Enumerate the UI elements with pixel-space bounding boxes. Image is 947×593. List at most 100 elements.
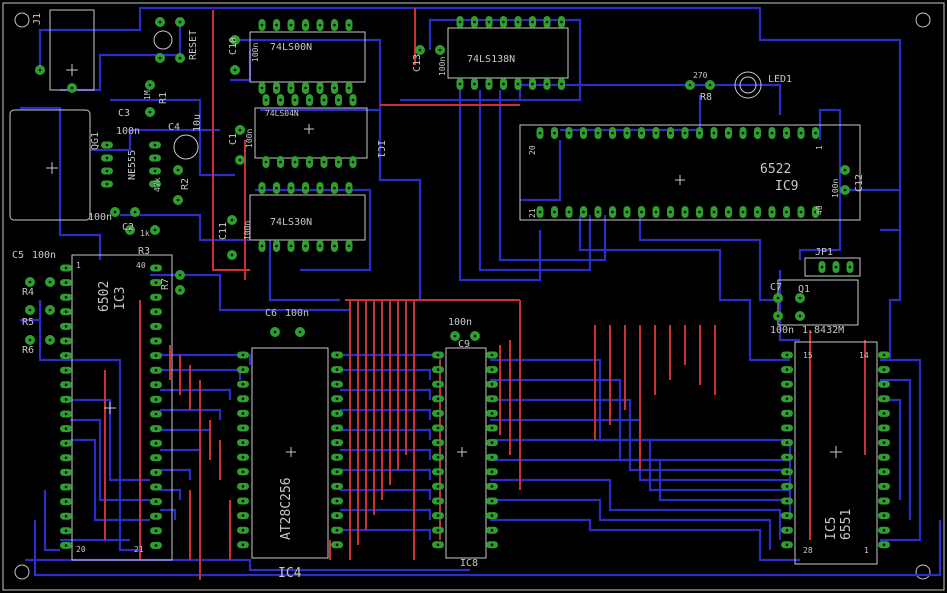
ic9-pad-drill <box>683 210 687 214</box>
c6-name: C6 <box>265 308 277 319</box>
ic3-pad-drill <box>154 412 158 416</box>
ic1b-pad-drill <box>337 98 340 102</box>
ic1c-pad-drill <box>304 186 307 190</box>
ic9-pad-drill <box>698 210 701 214</box>
ic13-pad-drill <box>545 20 549 24</box>
ic9-pad-drill <box>538 210 542 214</box>
ic3-pad-drill <box>154 485 158 489</box>
ic4-pad-drill <box>335 499 339 503</box>
ic9-pad-drill <box>814 131 817 135</box>
passive-pad-drill <box>48 280 52 284</box>
ic3-pad-drill <box>64 485 68 489</box>
ic9-pad-drill <box>799 210 803 214</box>
ic9-pad-drill <box>799 131 803 135</box>
ic3-pin40: 40 <box>136 261 146 270</box>
ic9-pad-drill <box>654 210 658 214</box>
ic8-pad-drill <box>490 514 494 517</box>
r4-name: R4 <box>22 287 34 298</box>
passive-pad-drill <box>176 198 180 202</box>
passive-pad-drill <box>158 56 162 60</box>
ic9-pad-drill <box>567 131 571 135</box>
ic3-pad-drill <box>154 383 158 387</box>
ic3-pad-drill <box>64 339 68 343</box>
passive-pad-drill <box>28 338 32 342</box>
ic9-pad-drill <box>756 131 759 135</box>
passive-pad-drill <box>843 168 847 172</box>
ic3-pad-drill <box>64 368 68 372</box>
c6-value: 100n <box>285 308 309 319</box>
ic1-pad-drill <box>318 86 322 90</box>
c4-value: 10u <box>192 114 203 132</box>
led1-outline <box>734 71 762 99</box>
top-layer-traces <box>104 8 866 580</box>
ic8-pad-drill <box>436 397 440 401</box>
ic9-pad-drill <box>785 131 788 135</box>
ic3-pad-drill <box>64 441 68 445</box>
ic3-pad-drill <box>154 544 158 547</box>
ic4-pad-drill <box>241 382 245 386</box>
passive-pad-drill <box>148 83 152 87</box>
ic3-pad-drill <box>64 514 68 518</box>
c8-value: 100n <box>770 325 794 336</box>
ic5-pad-drill <box>882 412 886 415</box>
ic3-pad-drill <box>154 398 158 401</box>
ic9-pad-drill <box>553 131 556 135</box>
ic3-pad-drill <box>64 383 68 387</box>
ic5-pad-drill <box>882 470 886 474</box>
ic3-pad-drill <box>154 339 158 343</box>
r1-value: 1M <box>143 90 152 100</box>
r1-name: R1 <box>158 92 169 104</box>
ic3-pad-drill <box>64 325 68 328</box>
c4-outline <box>173 134 199 160</box>
passive-pad-drill <box>28 280 32 284</box>
ic5-pad-drill <box>882 441 886 444</box>
ic1c-pad-drill <box>260 244 264 248</box>
ic1-outline <box>249 31 366 83</box>
jp1-pad-drill <box>834 265 838 269</box>
passive-pad-drill <box>453 334 457 338</box>
ic1b-pad-drill <box>264 160 268 164</box>
ic9-pad-drill <box>640 131 643 135</box>
ic3-name: IC3 <box>113 287 128 310</box>
passive-pad-drill <box>233 68 237 72</box>
ic8-pad-drill <box>436 426 440 430</box>
ic1c-pad-drill <box>318 186 322 190</box>
ic4-pad-drill <box>335 514 339 517</box>
jp1-pad-drill <box>848 265 852 269</box>
ic8-pad-drill <box>436 528 440 532</box>
ic9-pad-drill <box>727 210 730 214</box>
ic5-pad-drill <box>882 382 886 386</box>
ic3-pad-drill <box>64 456 68 460</box>
passive-pad-drill <box>230 218 234 222</box>
ic3-pad-drill <box>154 441 158 445</box>
c12-value: 100n <box>831 179 840 198</box>
ic8-pad-drill <box>436 382 440 386</box>
ic13-pad-drill <box>531 82 534 86</box>
ic5-pad-drill <box>882 353 886 357</box>
ic3-pad-drill <box>64 471 68 474</box>
ic4-pad-drill <box>241 499 245 503</box>
ne555-pad-drill <box>105 169 109 173</box>
pads <box>25 16 890 549</box>
ne555-pad-drill <box>153 156 157 160</box>
ic3-pad-drill <box>64 295 68 299</box>
ic4-pad-drill <box>241 470 245 474</box>
c10-name: C10 <box>228 37 239 55</box>
ic5-pad-drill <box>882 528 886 532</box>
ic3-pad-drill <box>154 368 158 372</box>
ic1-pad-drill <box>289 23 293 27</box>
ic8-pad-drill <box>436 543 440 547</box>
ne555-pad-drill <box>153 169 157 173</box>
ic9-pin1: 1 <box>815 145 824 150</box>
c5-value: 100n <box>32 250 56 261</box>
ic1c-pad-drill <box>275 186 278 190</box>
ic1c-pad-drill <box>347 186 351 190</box>
ic5-pad-drill <box>785 485 789 488</box>
ic1c-pad-drill <box>333 244 336 248</box>
ic8-pad-drill <box>436 353 440 357</box>
ic1-pad-drill <box>333 86 336 90</box>
passive-pad-drill <box>178 20 182 24</box>
ic3-pad-drill <box>154 427 158 430</box>
c2-name: C2 <box>122 222 134 233</box>
ic3-pad-drill <box>154 514 158 518</box>
